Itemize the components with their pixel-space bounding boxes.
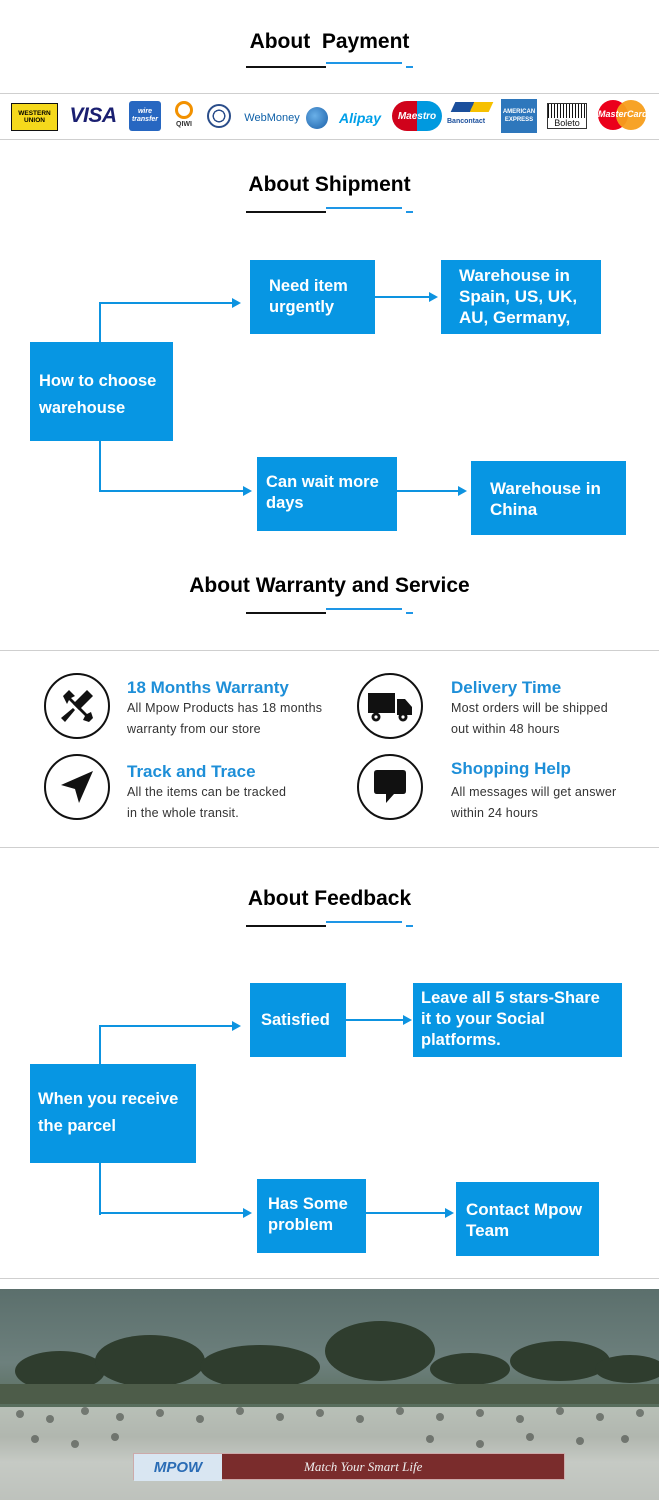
qiwi-logo: QIWI: [172, 101, 196, 133]
service-title: 18 Months Warranty: [127, 678, 289, 697]
team-photo: MPOW Match Your Smart Life: [0, 1289, 659, 1500]
service-desc: warranty from our store: [127, 722, 261, 736]
service-title: Track and Trace: [127, 762, 256, 781]
service-desc: All the items can be tracked: [127, 785, 287, 799]
service-desc: All messages will get answer: [451, 785, 617, 799]
service-desc: Most orders will be shipped: [451, 701, 608, 715]
service-desc: in the whole transit.: [127, 806, 239, 820]
title-underline: [246, 66, 326, 68]
title-underline-dash: [406, 211, 413, 213]
title-underline-dash: [406, 66, 413, 68]
service-desc: All Mpow Products has 18 months: [127, 701, 323, 715]
satisfied-box: Satisfied: [250, 983, 346, 1057]
divider: [0, 650, 659, 651]
webmoney-logo: WebMoney: [244, 112, 300, 124]
flow-line: [397, 490, 459, 492]
divider: [0, 139, 659, 140]
flow-line: [366, 1212, 446, 1214]
divider: [0, 1278, 659, 1279]
flow-line: [99, 1212, 243, 1214]
title-underline-dash: [406, 612, 413, 614]
arrow-right-icon: [243, 486, 252, 496]
title-underline-accent: [326, 62, 402, 64]
mastercard-logo: MasterCard: [598, 100, 648, 130]
title-underline: [246, 612, 326, 614]
visa-logo: VISA: [69, 104, 117, 127]
wait-result-box: Warehouse in China: [471, 461, 626, 535]
brand-logo: MPOW: [134, 1454, 222, 1481]
navigation-arrow-icon: [44, 754, 110, 820]
problem-result-box: Contact Mpow Team: [456, 1182, 599, 1256]
arrow-right-icon: [232, 298, 241, 308]
flow-line: [99, 1163, 101, 1215]
feedback-title: About Feedback: [247, 887, 412, 910]
brand-banner: MPOW Match Your Smart Life: [133, 1453, 565, 1481]
slogan: Match Your Smart Life: [304, 1459, 423, 1474]
arrow-right-icon: [429, 292, 438, 302]
tools-icon: [44, 673, 110, 739]
webmoney-globe-icon: [306, 107, 328, 129]
service-desc: within 24 hours: [451, 806, 539, 820]
payment-title: About Payment: [249, 30, 410, 53]
flow-line: [346, 1019, 404, 1021]
divider: [0, 847, 659, 848]
american-express-logo: AMERICAN EXPRESS: [501, 99, 537, 133]
title-underline: [246, 211, 326, 213]
flow-line: [99, 1025, 101, 1064]
satisfied-result-box: Leave all 5 stars-Share it to your Socia…: [413, 983, 622, 1057]
truck-icon: [357, 673, 423, 739]
title-underline-accent: [326, 921, 402, 923]
chat-bubble-icon: [357, 754, 423, 820]
arrow-right-icon: [458, 486, 467, 496]
boleto-label: Boleto: [548, 118, 586, 128]
alipay-logo: Alipay: [338, 110, 381, 126]
title-underline-accent: [326, 608, 402, 610]
urgent-box: Need item urgently: [250, 260, 375, 334]
qiwi-label: QIWI: [176, 121, 192, 128]
feedback-start-box: When you receive the parcel: [30, 1064, 196, 1163]
flow-line: [99, 441, 101, 492]
flow-line: [375, 296, 430, 298]
bancontact-label: Bancontact: [447, 118, 486, 125]
flow-line: [99, 302, 232, 304]
problem-box: Has Some problem: [257, 1179, 366, 1253]
boleto-logo: Boleto: [547, 103, 587, 129]
title-underline-dash: [406, 925, 413, 927]
shipment-title: About Shipment: [248, 173, 411, 196]
arrow-right-icon: [243, 1208, 252, 1218]
flow-line: [99, 1025, 232, 1027]
wire-transfer-logo: wire transfer: [129, 101, 161, 131]
warranty-title: About Warranty and Service: [189, 574, 470, 597]
shipment-start-box: How to choose warehouse: [30, 342, 173, 441]
mastercard-label: MasterCard: [598, 109, 648, 119]
title-underline: [246, 925, 326, 927]
wait-box: Can wait more days: [257, 457, 397, 531]
service-title: Shopping Help: [451, 759, 571, 778]
divider: [0, 93, 659, 94]
seal-icon: [207, 104, 231, 128]
service-title: Delivery Time: [451, 678, 562, 697]
western-union-logo: WESTERN UNION: [11, 103, 58, 131]
flow-line: [99, 302, 101, 342]
bancontact-logo: Bancontact: [447, 102, 494, 130]
arrow-right-icon: [232, 1021, 241, 1031]
maestro-logo: Maestro: [392, 101, 442, 131]
arrow-right-icon: [403, 1015, 412, 1025]
service-desc: out within 48 hours: [451, 722, 560, 736]
urgent-result-box: Warehouse in Spain, US, UK, AU, Germany,: [441, 260, 601, 334]
arrow-right-icon: [445, 1208, 454, 1218]
flow-line: [99, 490, 243, 492]
title-underline-accent: [326, 207, 402, 209]
